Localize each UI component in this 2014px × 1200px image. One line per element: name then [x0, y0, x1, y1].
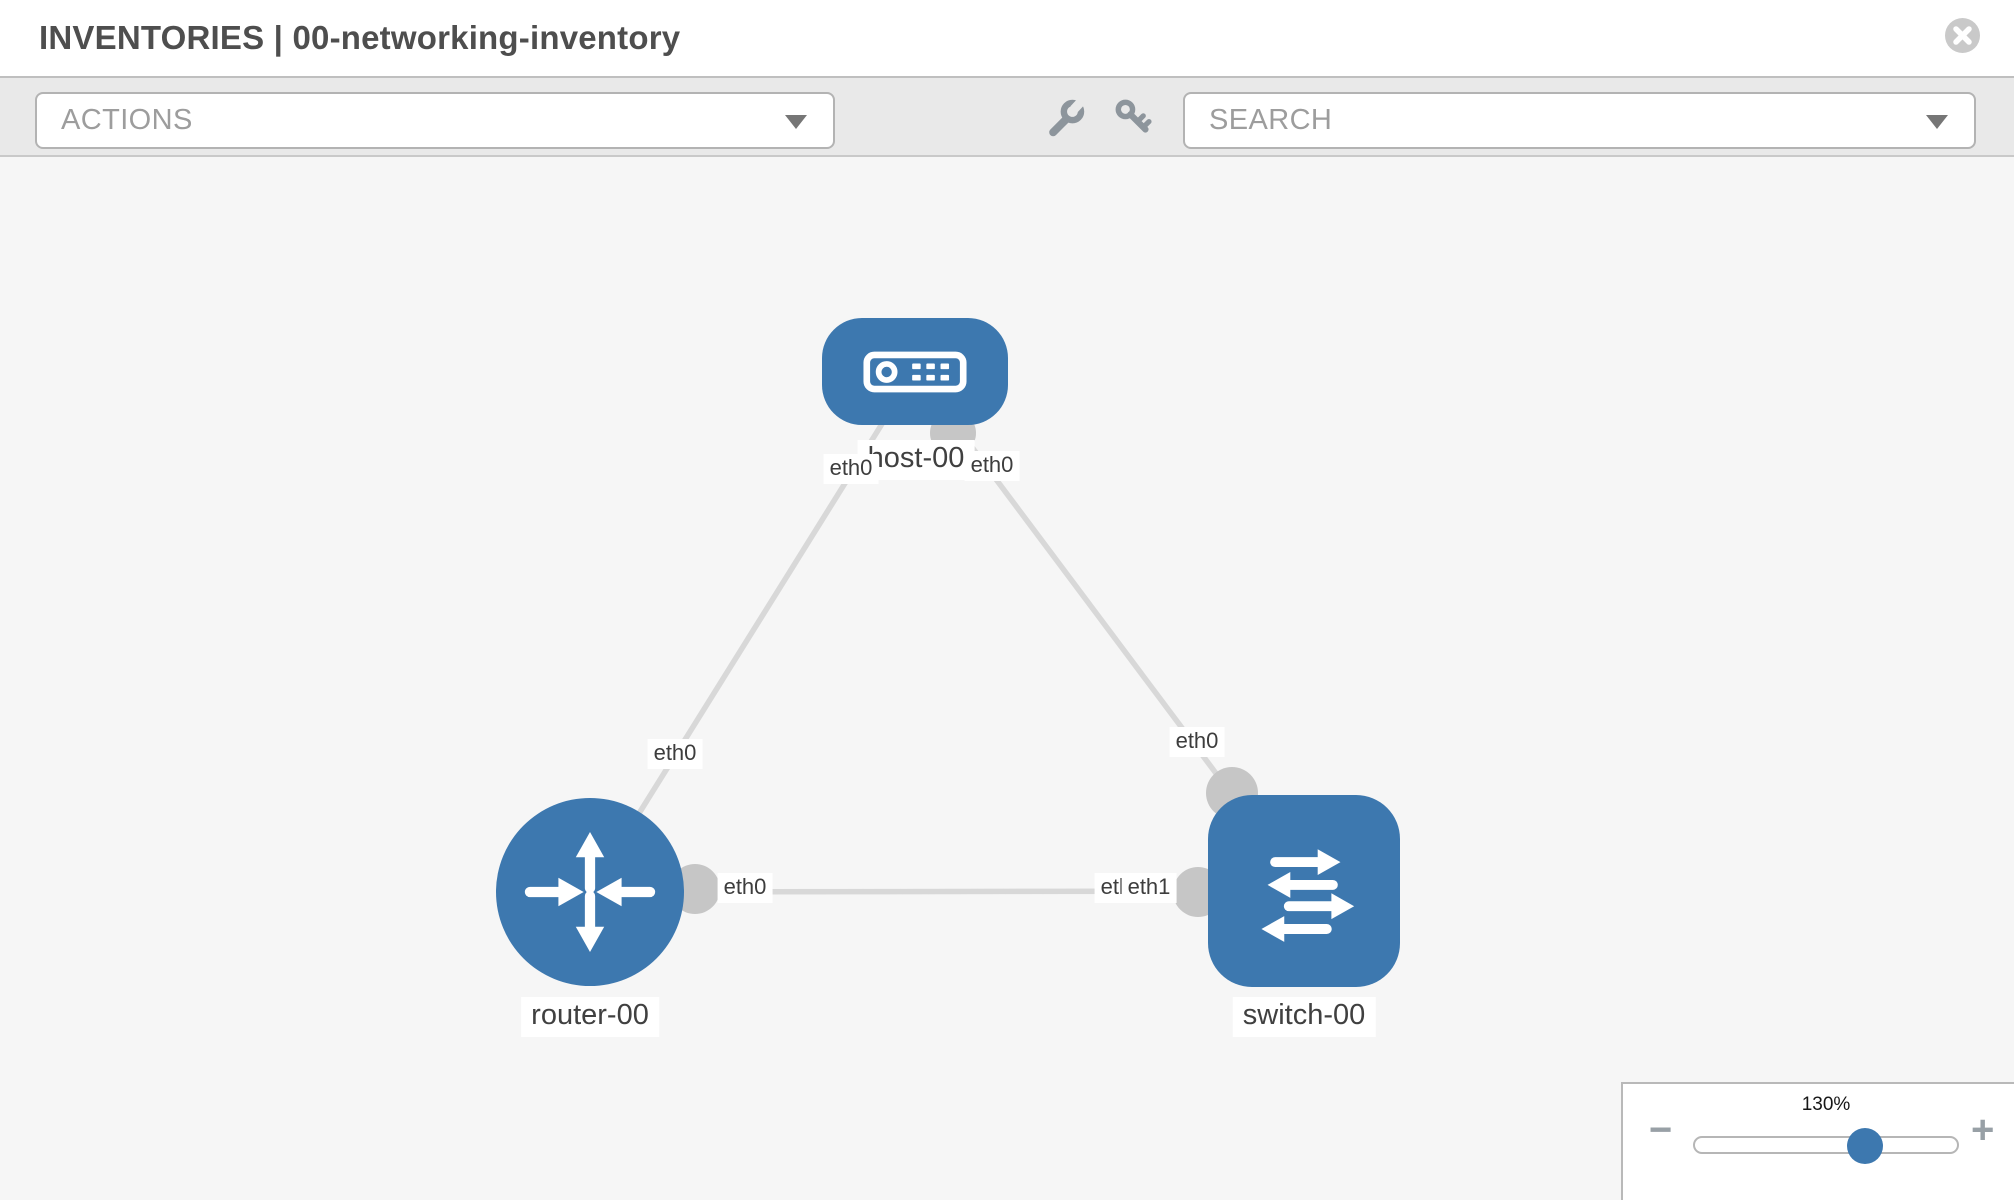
header: INVENTORIES | 00-networking-inventory	[0, 0, 2014, 76]
close-button[interactable]	[1945, 18, 1980, 53]
switch-icon	[1261, 849, 1355, 942]
node-host-00[interactable]	[822, 318, 1008, 425]
zoom-level: 130%	[1801, 1094, 1851, 1115]
zoom-out-button[interactable]: −	[1649, 1108, 1673, 1152]
zoom-in-button[interactable]: +	[1971, 1108, 1995, 1152]
search-dropdown-label: SEARCH	[1209, 104, 1333, 136]
close-icon	[1953, 26, 1972, 45]
wrench-button[interactable]	[1046, 96, 1087, 138]
topology-canvas[interactable]: host-00 router-00 switch-00 eth0 eth0 et…	[0, 157, 2014, 1200]
key-button[interactable]	[1114, 98, 1154, 138]
node-switch-00[interactable]	[1208, 795, 1400, 987]
iface-label-host-left: eth0	[823, 454, 879, 484]
node-label-router: router-00	[521, 997, 659, 1037]
router-icon	[524, 831, 656, 953]
iface-label-switch-top: eth0	[1169, 727, 1225, 757]
search-dropdown[interactable]: SEARCH	[1183, 92, 1976, 149]
actions-dropdown-label: ACTIONS	[61, 104, 193, 136]
iface-label-router-top: eth0	[647, 739, 703, 769]
iface-label-switch-left-front: eth1	[1121, 873, 1177, 903]
page-title: INVENTORIES | 00-networking-inventory	[39, 19, 681, 56]
topology-links	[587, 369, 1307, 917]
zoom-slider[interactable]	[1693, 1128, 1959, 1164]
zoom-slider-handle[interactable]	[1847, 1128, 1883, 1164]
toolbar: ACTIONS SEARCH	[0, 76, 2014, 157]
chevron-down-icon	[1926, 115, 1948, 129]
actions-dropdown[interactable]: ACTIONS	[35, 92, 835, 149]
zoom-panel: 130% − +	[1621, 1082, 2014, 1200]
chevron-down-icon	[785, 115, 807, 129]
key-icon	[1115, 99, 1152, 133]
node-label-switch: switch-00	[1232, 997, 1376, 1037]
iface-label-host-right: eth0	[964, 451, 1020, 481]
node-router-00[interactable]	[496, 798, 684, 986]
wrench-icon	[1049, 96, 1087, 137]
iface-label-router-right: eth0	[717, 873, 773, 903]
host-icon	[863, 351, 967, 392]
